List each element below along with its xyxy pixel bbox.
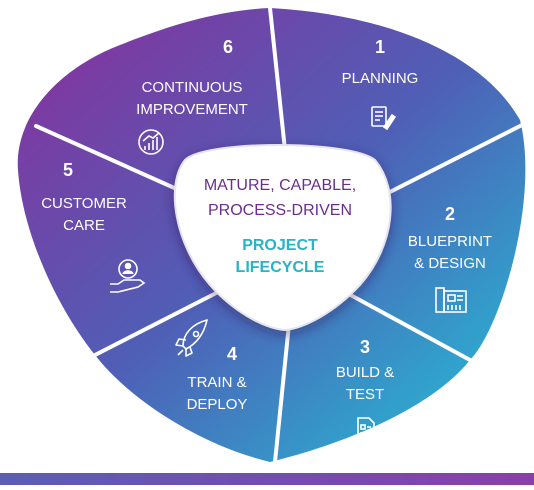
segment-continuous-improvement: 6 CONTINUOUS IMPROVEMENT bbox=[136, 37, 248, 155]
center-line-1: MATURE, CAPABLE, bbox=[204, 177, 356, 194]
segment-build-test: 3 BUILD & TEST bbox=[336, 337, 394, 443]
segment-number: 5 bbox=[63, 160, 73, 180]
segment-label-line: PLANNING bbox=[342, 70, 419, 87]
segment-dividers bbox=[34, 6, 524, 464]
center-line-2: PROCESS-DRIVEN bbox=[208, 202, 352, 219]
segment-train-deploy: 4 TRAIN & DEPLOY bbox=[175, 319, 248, 413]
center-badge bbox=[173, 144, 392, 332]
segment-label-line: & DESIGN bbox=[414, 255, 486, 272]
segment-number: 1 bbox=[375, 37, 385, 57]
segment-label-line: DEPLOY bbox=[187, 396, 248, 413]
segment-planning: 1 PLANNING bbox=[342, 37, 419, 131]
segment-customer-care: 5 CUSTOMER CARE bbox=[41, 160, 146, 293]
rocket-icon bbox=[175, 319, 208, 357]
hand-user-icon bbox=[110, 259, 146, 293]
segment-label-line: CONTINUOUS bbox=[142, 79, 243, 96]
segment-label-line: BUILD & bbox=[336, 364, 394, 381]
document-edit-icon bbox=[371, 106, 397, 131]
segment-label-line: TEST bbox=[346, 386, 384, 403]
bottom-bar bbox=[0, 473, 534, 485]
blueprint-icon bbox=[435, 287, 467, 313]
segment-number: 6 bbox=[223, 37, 233, 57]
segment-label-line: CUSTOMER bbox=[41, 195, 127, 212]
segment-number: 3 bbox=[360, 337, 370, 357]
segment-number: 4 bbox=[227, 344, 237, 364]
segment-label-line: BLUEPRINT bbox=[408, 233, 492, 250]
center-line-3: PROJECT bbox=[242, 237, 318, 254]
segment-number: 2 bbox=[445, 204, 455, 224]
checklist-icon bbox=[357, 417, 375, 443]
segment-label-line: TRAIN & bbox=[187, 374, 246, 391]
segment-label-line: CARE bbox=[63, 217, 105, 234]
growth-chart-icon bbox=[138, 129, 164, 155]
segment-blueprint-design: 2 BLUEPRINT & DESIGN bbox=[408, 204, 492, 313]
segment-label-line: IMPROVEMENT bbox=[136, 101, 248, 118]
center-line-4: LIFECYCLE bbox=[236, 259, 325, 276]
